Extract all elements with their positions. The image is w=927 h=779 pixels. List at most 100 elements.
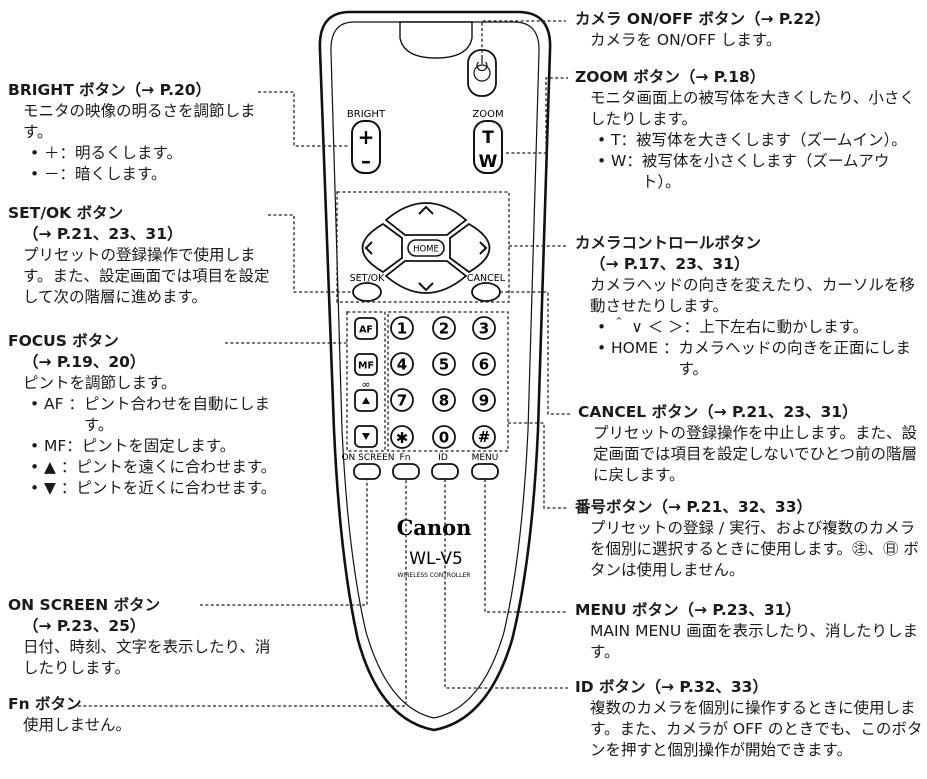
- callout-cancel: CANCEL ボタン（→ P.21、23、31） プリセットの登録操作を中止しま…: [578, 402, 923, 486]
- callout-number-desc: プリセットの登録 / 実行、および複数のカメラを個別に選択するときに使用します。…: [590, 519, 919, 579]
- callout-zoom-title: ZOOM ボタン（→ P.18）: [575, 68, 766, 86]
- callout-fn-title: Fn ボタン: [8, 695, 82, 713]
- callout-control-bullet-home: •HOME ：カメラヘッドの向きを正面にします。: [575, 338, 920, 380]
- callout-onscreen: ON SCREEN ボタン （→ P.23、25） 日付、時刻、文字を表示したり…: [8, 595, 273, 679]
- dpad-left-button[interactable]: [361, 222, 403, 274]
- menu-button[interactable]: [471, 463, 499, 480]
- mf-button[interactable]: [354, 353, 378, 376]
- key-5-label: 5: [439, 356, 449, 374]
- bright-bullet-minus-label: －：: [44, 165, 76, 183]
- leader-menu: [484, 479, 568, 613]
- callout-number-buttons: 番号ボタン（→ P.21、32、33） プリセットの登録 / 実行、および複数の…: [575, 497, 925, 581]
- dpad-up-button[interactable]: [384, 202, 468, 236]
- id-button[interactable]: [431, 463, 459, 480]
- leader-zoom: [506, 77, 568, 154]
- callout-menu: MENU ボタン（→ P.23、31） MAIN MENU 画面を表示したり、消…: [575, 600, 920, 663]
- key-8[interactable]: [432, 388, 456, 412]
- power-icon: [476, 57, 488, 72]
- callout-bright-bullet-plus: •＋：明るくします。: [8, 143, 273, 164]
- focus-bullet-far-label: ▲ ：: [44, 458, 77, 476]
- callout-onscreen-title: ON SCREEN ボタン: [8, 596, 161, 614]
- mf-label: MF: [358, 361, 374, 372]
- callout-fn-desc: 使用しません。: [23, 716, 132, 734]
- callout-number-title: 番号ボタン（→ P.21、32、33）: [575, 498, 812, 516]
- key-9[interactable]: [472, 388, 496, 412]
- leader-number: [508, 422, 568, 509]
- brand-logo: Canon: [397, 515, 472, 540]
- home-button[interactable]: [407, 239, 445, 257]
- callout-camera-desc: カメラを ON/OFF します。: [590, 31, 782, 49]
- onscreen-button[interactable]: [353, 463, 381, 480]
- callout-camera-title: カメラ ON/OFF ボタン（→ P.22）: [575, 10, 831, 28]
- key-4-label: 4: [397, 356, 407, 374]
- key-hash[interactable]: [472, 425, 496, 449]
- key-asterisk[interactable]: [390, 425, 414, 449]
- key-3[interactable]: [472, 316, 496, 340]
- control-bullet-home-text: カメラヘッドの向きを正面にします。: [678, 339, 911, 378]
- zoom-button[interactable]: [473, 120, 503, 174]
- leader-setok: [268, 214, 353, 293]
- leader-cancel: [500, 291, 572, 415]
- focus-bullet-near-label: ▼ ：: [44, 479, 77, 497]
- menu-label: MENU: [472, 453, 499, 463]
- callout-cancel-desc: プリセットの登録操作を中止します。また、設定画面では項目を設定しないでひとつ前の…: [593, 424, 917, 484]
- bright-bullet-plus-label: ＋：: [44, 144, 76, 162]
- key-4[interactable]: [390, 352, 414, 376]
- hash-icon: #: [478, 428, 491, 446]
- callout-fn: Fn ボタン 使用しません。: [8, 694, 273, 736]
- key-2[interactable]: [432, 316, 456, 340]
- focus-group-box: [346, 311, 386, 452]
- triangle-up-icon: [362, 397, 370, 404]
- af-label: AF: [359, 325, 373, 336]
- key-6[interactable]: [472, 352, 496, 376]
- fn-label: Fn: [400, 453, 411, 463]
- control-bullet-arrows-label: ＾ ∨ ＜ ＞：: [611, 318, 700, 336]
- fn-button[interactable]: [392, 463, 420, 480]
- cancel-button[interactable]: [471, 282, 501, 302]
- callout-setok-title: SET/OK ボタン: [8, 204, 124, 222]
- ir-window: [399, 21, 473, 59]
- dpad-down-button[interactable]: [384, 260, 468, 294]
- callout-id-title: ID ボタン（→ P.32、33）: [575, 678, 768, 696]
- zoom-bullet-t-label: T：: [611, 131, 636, 149]
- af-button[interactable]: [354, 317, 378, 340]
- callout-camera-onoff: カメラ ON/OFF ボタン（→ P.22） カメラを ON/OFF します。: [575, 9, 920, 51]
- callout-menu-desc: MAIN MENU 画面を表示したり、消したりします。: [590, 622, 918, 661]
- key-5[interactable]: [432, 352, 456, 376]
- callout-focus-bullet-near: •▼ ：ピントを近くに合わせます。: [8, 478, 293, 499]
- cancel-label: CANCEL: [467, 273, 506, 284]
- callout-zoom: ZOOM ボタン（→ P.18） モニタ画面上の被写体を大きくしたり、小さくした…: [575, 67, 920, 193]
- callout-onscreen-desc: 日付、時刻、文字を表示したり、消したりします。: [23, 638, 271, 677]
- callout-onscreen-ref: （→ P.23、25）: [23, 617, 146, 635]
- key-1[interactable]: [390, 316, 414, 340]
- key-1-label: 1: [397, 320, 407, 338]
- dpad-right-button[interactable]: [449, 222, 491, 274]
- leader-camera: [481, 20, 566, 58]
- leader-fn: [78, 479, 407, 707]
- focus-bullet-near-text: ピントを近くに合わせます。: [76, 479, 277, 497]
- key-3-label: 3: [479, 320, 489, 338]
- callout-bright-bullet-minus: •－：暗くします。: [8, 164, 273, 185]
- callout-focus-title: FOCUS ボタン: [8, 332, 119, 350]
- callout-zoom-bullet-w: •W：被写体を小さくします（ズームアウト）。: [575, 151, 920, 193]
- bright-minus-label: –: [361, 149, 371, 173]
- remote-inner-outline: [330, 21, 540, 719]
- control-bullet-arrows-text: 上下左右に動かします。: [699, 318, 869, 336]
- leader-onscreen: [200, 479, 368, 606]
- key-0-label: 0: [439, 429, 449, 447]
- key-7[interactable]: [390, 388, 414, 412]
- chevron-down-icon: [418, 282, 434, 292]
- key-0[interactable]: [432, 425, 456, 449]
- callout-zoom-bullet-t: •T：被写体を大きくします（ズームイン）。: [575, 130, 920, 151]
- callout-setok: SET/OK ボタン （→ P.21、23、31） プリセットの登録操作で使用し…: [8, 203, 273, 308]
- callout-id: ID ボタン（→ P.32、33） 複数のカメラを個別に操作するときに使用します…: [575, 677, 925, 761]
- bright-button[interactable]: [351, 120, 381, 174]
- infinity-icon: ∞: [361, 378, 370, 391]
- callout-control-ref: （→ P.17、23、31）: [590, 255, 750, 273]
- onscreen-label: ON SCREEN: [341, 453, 394, 463]
- key-6-label: 6: [479, 356, 489, 374]
- bright-label: BRIGHT: [347, 109, 386, 120]
- zoom-w-label: W: [479, 152, 498, 172]
- setok-button[interactable]: [352, 282, 382, 302]
- callout-focus-desc: ピントを調節します。: [23, 374, 177, 392]
